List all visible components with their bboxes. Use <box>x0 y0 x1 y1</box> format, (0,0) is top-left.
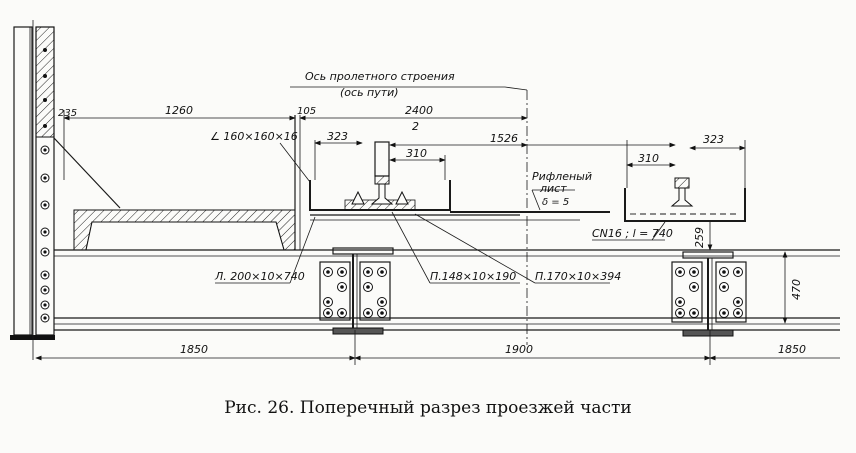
dim-2400: 2400 <box>405 104 433 117</box>
column-rivets <box>40 48 50 323</box>
left-column <box>10 20 55 360</box>
rivet-center <box>736 311 740 315</box>
figure-caption: Рис. 26. Поперечный разрез проезжей част… <box>224 398 632 418</box>
dim-323-right: 323 <box>703 133 724 146</box>
rivet-center <box>678 270 682 274</box>
label-plate-right: П.170×10×394 <box>535 270 621 283</box>
dim-310-right: 310 <box>638 152 659 165</box>
rivet-center <box>326 311 330 315</box>
rivet-center <box>736 300 740 304</box>
rivet-center <box>692 311 696 315</box>
dim-470: 470 <box>790 279 803 300</box>
label-angle: ∠ 160×160×16 <box>210 130 298 143</box>
rivet-center <box>736 270 740 274</box>
rivet-center <box>340 285 344 289</box>
dim-1850-right: 1850 <box>778 343 806 356</box>
rivet-center <box>692 285 696 289</box>
rivet-center <box>340 311 344 315</box>
left-rail <box>351 141 409 205</box>
dim-235: 235 <box>58 108 77 119</box>
dim-310-left: 310 <box>406 147 427 160</box>
dim-105: 105 <box>297 106 316 117</box>
dim-2400-divisor: 2 <box>412 120 419 133</box>
rivet-center <box>326 300 330 304</box>
label-plate-left: Л. 200×10×740 <box>214 270 305 283</box>
axis-leader <box>290 86 528 91</box>
label-checker-1: Рифленый <box>532 170 592 183</box>
leader-lines <box>215 142 666 284</box>
rivet-center <box>366 270 370 274</box>
rivet-center <box>678 300 682 304</box>
axis-label-1: Ось пролетного строения <box>305 70 455 83</box>
rivet-center <box>380 300 384 304</box>
dim-1526: 1526 <box>490 132 518 145</box>
dim-1260: 1260 <box>165 104 193 117</box>
label-plate-mid: П.148×10×190 <box>430 270 516 283</box>
rivet-center <box>722 311 726 315</box>
bracket-diagonal <box>53 137 121 209</box>
label-checker-thickness: δ = 5 <box>542 197 569 208</box>
rivet-center <box>722 270 726 274</box>
right-rail-trough <box>624 177 746 222</box>
label-channel: СN16 ; l = 740 <box>592 227 673 240</box>
rivet-center <box>722 285 726 289</box>
dim-1900: 1900 <box>505 343 533 356</box>
angle-160 <box>294 115 301 250</box>
rivet-center <box>692 270 696 274</box>
axis-label-2: (ось пути) <box>340 86 399 99</box>
rivet-center <box>380 311 384 315</box>
rivet-center <box>340 270 344 274</box>
right-stringer <box>671 251 747 337</box>
sidewalk-slab <box>73 209 296 251</box>
rivet-center <box>380 270 384 274</box>
dimension-lines <box>35 110 840 365</box>
rivet-center <box>678 311 682 315</box>
rivet-center <box>326 270 330 274</box>
splice-bolts <box>323 267 743 318</box>
dim-323-left: 323 <box>327 130 348 143</box>
dim-259: 259 <box>693 227 706 248</box>
label-checker-2: лист <box>539 182 567 195</box>
rivet-center <box>366 285 370 289</box>
left-stringer <box>319 247 394 335</box>
dim-1850-left: 1850 <box>180 343 208 356</box>
rivet-center <box>366 311 370 315</box>
